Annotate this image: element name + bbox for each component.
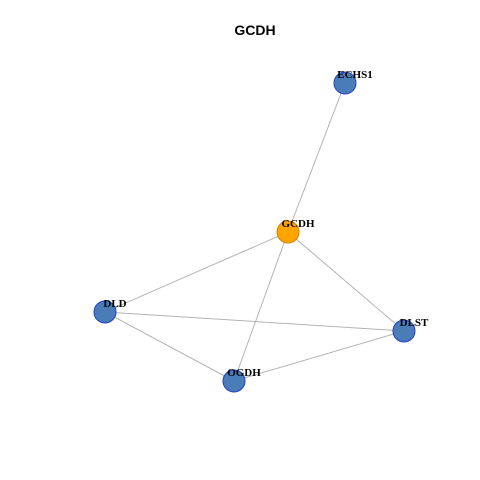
node-circle-echs1: [333, 71, 357, 95]
node-label-dld: DLD: [103, 298, 126, 310]
edge-dld-ogdh: [104, 311, 235, 382]
edge-echs1-gcdh: [287, 82, 346, 233]
diagram-title: GCDH: [234, 22, 275, 38]
node-circle-dld: [93, 300, 117, 324]
node-label-ogdh: OGDH: [227, 367, 261, 379]
node-label-dlst: DLST: [400, 317, 429, 329]
node-dlst: DLST: [392, 317, 429, 343]
node-ogdh: OGDH: [222, 367, 261, 393]
edge-gcdh-ogdh: [233, 231, 289, 382]
node-circle-ogdh: [222, 369, 246, 393]
edge-dld-dlst: [104, 311, 405, 332]
edges-layer: [104, 82, 405, 382]
edge-gcdh-dlst: [287, 231, 405, 332]
node-dld: DLD: [93, 298, 127, 324]
node-label-echs1: ECHS1: [337, 69, 372, 81]
edge-ogdh-dlst: [233, 330, 405, 382]
edge-gcdh-dld: [104, 231, 289, 313]
node-circle-gcdh: [276, 220, 300, 244]
node-circle-dlst: [392, 319, 416, 343]
node-echs1: ECHS1: [333, 69, 373, 95]
node-gcdh: GCDH: [276, 218, 315, 244]
node-label-gcdh: GCDH: [282, 218, 315, 230]
